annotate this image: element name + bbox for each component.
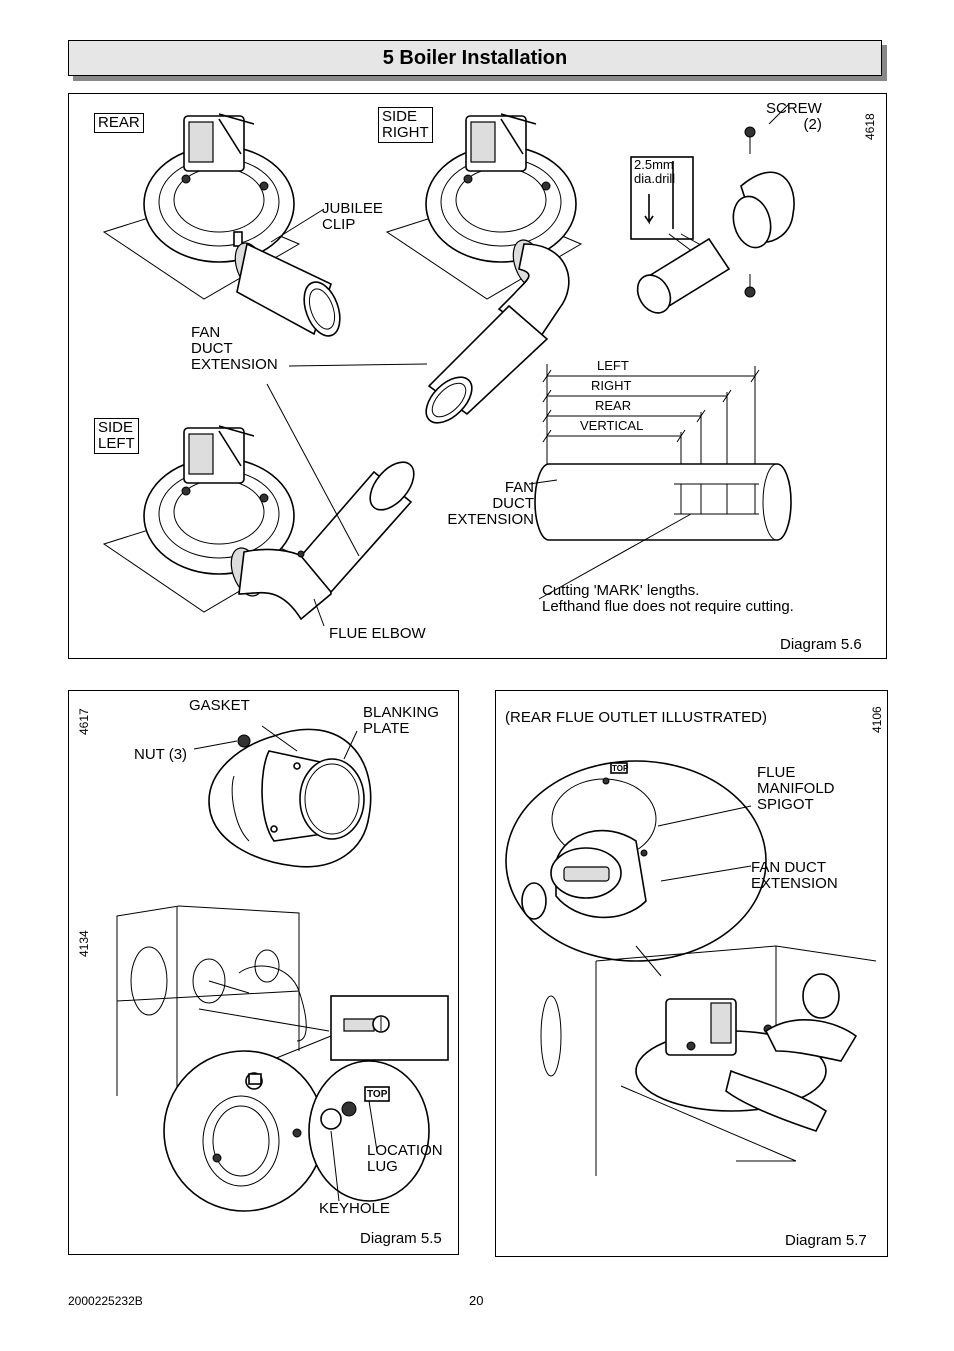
label-nut: NUT (3): [134, 746, 188, 763]
label-dim-left: LEFT: [597, 358, 629, 373]
label-jubilee-clip: JUBILEE CLIP: [322, 200, 383, 233]
label-cutting-note: Cutting 'MARK' lengths. Lefthand flue do…: [542, 582, 794, 615]
ref-number-4617: 4617: [77, 708, 91, 735]
diagram-5-6-panel: REAR SIDE RIGHT SIDE LEFT JUBILEE CLIP F…: [68, 93, 887, 659]
diagram-5-7-panel: (REAR FLUE OUTLET ILLUSTRATED) FLUE MANI…: [495, 690, 888, 1257]
label-fan-duct-extension: FAN DUCT EXTENSION: [191, 324, 278, 373]
page-title-bar: 5 Boiler Installation: [68, 40, 882, 76]
label-top-tag-57: TOP: [612, 764, 629, 773]
screw-drill-detail-illustration: [630, 126, 795, 314]
fan-assembly-rear-illustration: [102, 113, 341, 337]
label-side-left: SIDE LEFT: [94, 418, 139, 454]
label-gasket: GASKET: [189, 697, 250, 714]
label-location-lug: LOCATION LUG: [367, 1142, 443, 1175]
label-keyhole: KEYHOLE: [319, 1200, 390, 1217]
label-blanking-plate: BLANKING PLATE: [363, 704, 439, 737]
label-fan-duct-extension-2: FAN DUCT EXTENSION: [447, 479, 534, 528]
label-side-right: SIDE RIGHT: [378, 107, 433, 143]
cutting-length-diagram: [528, 364, 792, 600]
ref-number-4618: 4618: [863, 113, 877, 140]
ref-number-4106: 4106: [870, 706, 884, 733]
diagram-5-6-illustration: [102, 103, 795, 627]
label-screw: SCREW (2): [766, 100, 822, 133]
diagram-5-5-caption: Diagram 5.5: [360, 1230, 442, 1247]
fan-assembly-side-right-illustration: [385, 113, 583, 424]
label-dim-vertical: VERTICAL: [580, 418, 644, 433]
label-drill: 2.5mm dia.drill: [634, 157, 676, 186]
fan-assembly-side-left-illustration: [102, 425, 415, 621]
label-dim-right: RIGHT: [591, 378, 632, 393]
diagram-5-6-caption: Diagram 5.6: [780, 636, 862, 653]
diagram-5-5-panel: GASKET BLANKING PLATE NUT (3) LOCATION L…: [68, 690, 459, 1255]
page-title: 5 Boiler Installation: [382, 47, 568, 69]
diagram-5-7-caption: Diagram 5.7: [785, 1232, 867, 1249]
page-number: 20: [469, 1293, 484, 1308]
label-flue-elbow: FLUE ELBOW: [329, 625, 426, 642]
doc-number: 2000225232B: [68, 1294, 143, 1308]
ref-number-4134: 4134: [77, 930, 91, 957]
label-rear-outlet: (REAR FLUE OUTLET ILLUSTRATED): [505, 709, 767, 726]
diagram-5-5-illustration: [116, 725, 449, 1212]
label-flue-manifold-spigot: FLUE MANIFOLD SPIGOT: [757, 764, 835, 813]
diagram-5-7-illustration: [505, 760, 877, 1176]
label-fan-duct-extension-57: FAN DUCT EXTENSION: [751, 859, 838, 892]
label-top-tag: TOP: [367, 1089, 388, 1100]
label-dim-rear: REAR: [595, 398, 632, 413]
label-rear: REAR: [94, 113, 144, 133]
